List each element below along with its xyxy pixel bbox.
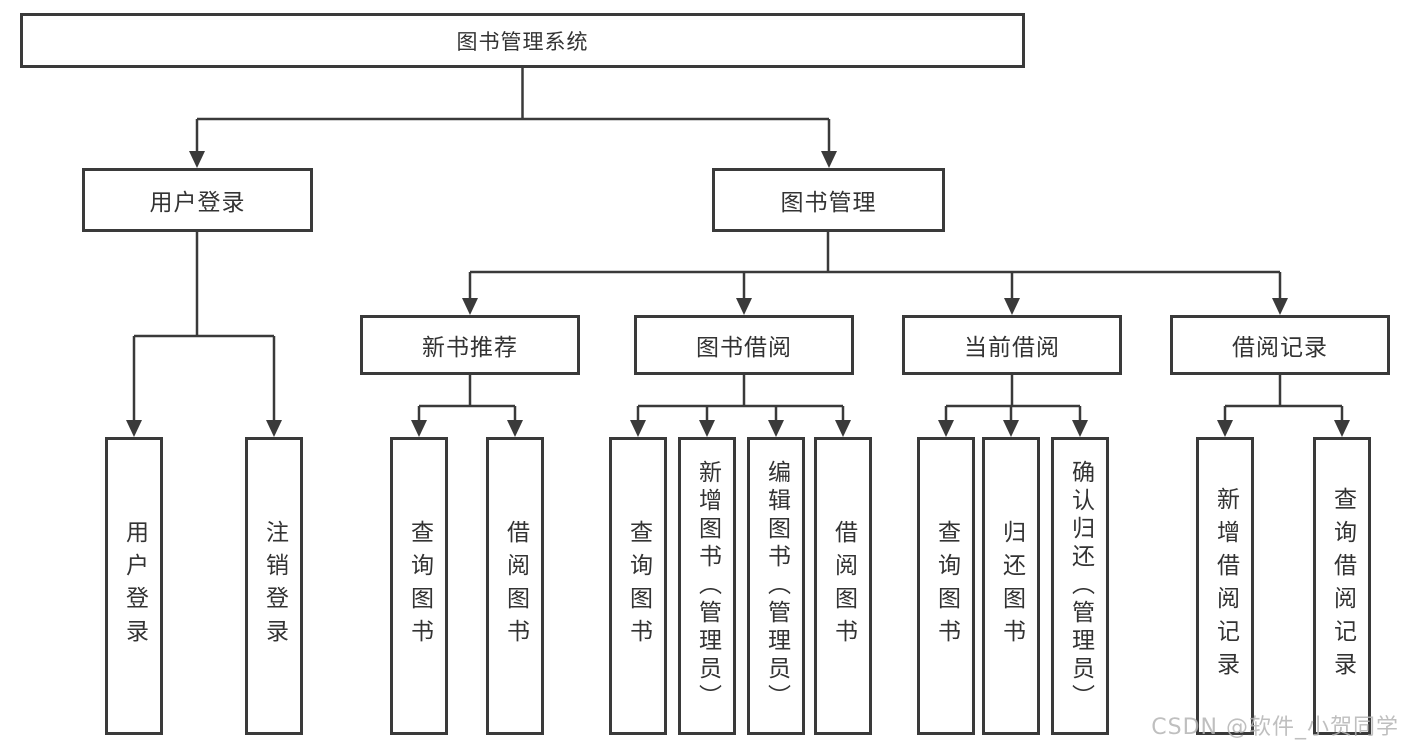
node-logout-action: 注销登录 xyxy=(245,437,303,735)
node-label: 新增图书（管理员） xyxy=(694,460,721,712)
node-query-books-borrow: 查询图书 xyxy=(609,437,667,735)
node-label: 图书借阅 xyxy=(696,335,792,361)
watermark: CSDN @软件_小贺同学 xyxy=(1151,715,1399,740)
node-label: 当前借阅 xyxy=(964,335,1060,361)
node-label: 借阅图书 xyxy=(502,520,529,652)
node-label: 图书管理系统 xyxy=(456,29,589,54)
arrowheads xyxy=(126,151,1350,437)
node-label: 查询借阅记录 xyxy=(1329,487,1356,685)
node-label: 图书管理 xyxy=(780,190,877,216)
node-library-management-system: 图书管理系统 xyxy=(20,13,1025,68)
node-current-borrowing: 当前借阅 xyxy=(902,315,1122,375)
node-borrow-books-recommend: 借阅图书 xyxy=(486,437,544,735)
node-query-borrow-record: 查询借阅记录 xyxy=(1313,437,1371,735)
node-user-login-action: 用户登录 xyxy=(105,437,163,735)
node-label: 新增借阅记录 xyxy=(1212,487,1239,685)
node-new-book-recommendation: 新书推荐 xyxy=(360,315,580,375)
node-confirm-return-admin: 确认归还（管理员） xyxy=(1051,437,1109,735)
node-borrow-books-borrow: 借阅图书 xyxy=(814,437,872,735)
node-label: 借阅图书 xyxy=(830,520,857,652)
node-user-login: 用户登录 xyxy=(82,168,313,232)
node-label: 注销登录 xyxy=(261,520,288,652)
node-label: 借阅记录 xyxy=(1232,335,1328,361)
node-label: 编辑图书（管理员） xyxy=(763,460,790,712)
node-edit-books-admin: 编辑图书（管理员） xyxy=(747,437,805,735)
node-borrowing-records: 借阅记录 xyxy=(1170,315,1390,375)
node-label: 查询图书 xyxy=(625,520,652,652)
node-label: 查询图书 xyxy=(406,520,433,652)
node-return-books: 归还图书 xyxy=(982,437,1040,735)
node-label: 归还图书 xyxy=(998,520,1025,652)
node-add-borrow-record: 新增借阅记录 xyxy=(1196,437,1254,735)
node-label: 查询图书 xyxy=(933,520,960,652)
node-label: 新书推荐 xyxy=(422,335,518,361)
node-query-books-current: 查询图书 xyxy=(917,437,975,735)
node-label: 用户登录 xyxy=(149,190,246,216)
node-query-books-recommend: 查询图书 xyxy=(390,437,448,735)
node-book-borrowing: 图书借阅 xyxy=(634,315,854,375)
node-label: 用户登录 xyxy=(121,520,148,652)
node-label: 确认归还（管理员） xyxy=(1067,460,1094,712)
node-book-management: 图书管理 xyxy=(712,168,945,232)
node-add-books-admin: 新增图书（管理员） xyxy=(678,437,736,735)
